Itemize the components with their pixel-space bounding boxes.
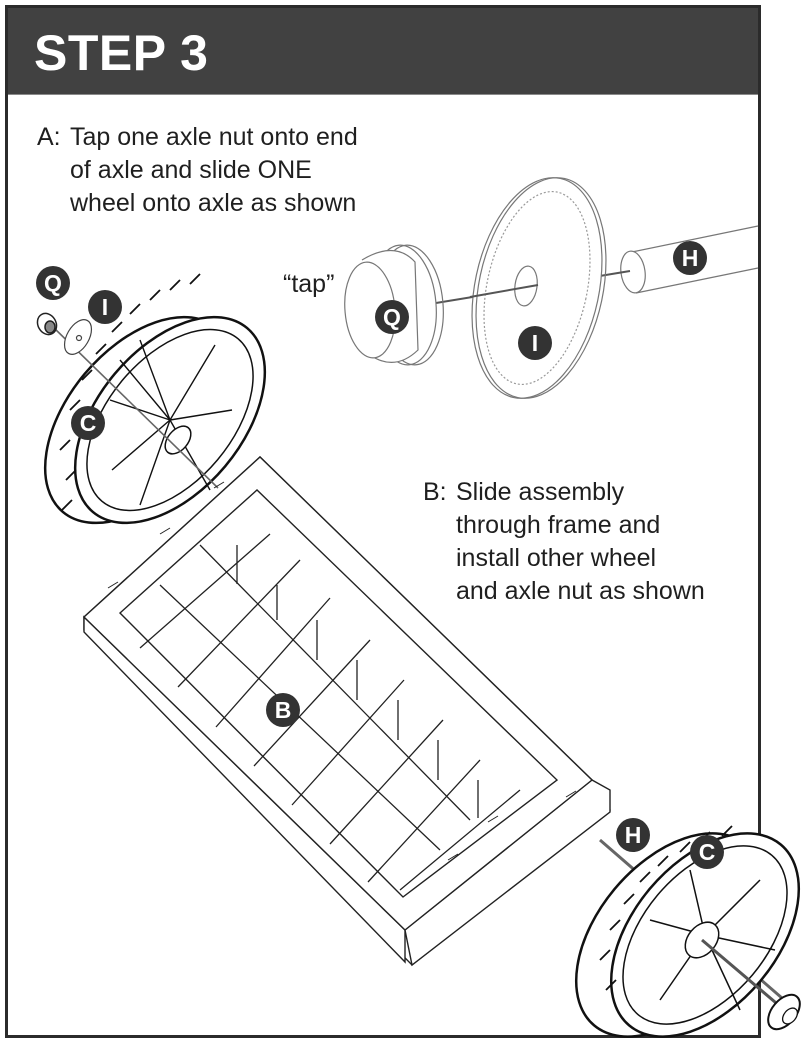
- storage-frame: [82, 456, 611, 967]
- left-washer: [63, 319, 93, 355]
- tap-annotation: “tap”: [283, 270, 335, 298]
- tread-pattern: [59, 273, 201, 511]
- part-badge-q-detail: Q: [375, 300, 409, 334]
- instruction-a-line: wheel onto axle as shown: [70, 189, 357, 217]
- part-badge-h-bottom: H: [616, 818, 650, 852]
- instruction-b-line: and axle nut as shown: [456, 577, 705, 605]
- part-badge-b-frame: B: [266, 693, 300, 727]
- bottom-wheel: [574, 825, 801, 1038]
- bottom-axle-end: [701, 938, 783, 1010]
- instruction-a: A: Tap one axle nut onto end of axle and…: [37, 121, 358, 220]
- instruction-b: B: Slide assembly through frame and inst…: [423, 476, 705, 608]
- instruction-b-label: B:: [423, 478, 447, 506]
- part-badge-i-detail: I: [518, 326, 552, 360]
- part-badge-i-left: I: [88, 290, 122, 324]
- left-axle-line: [51, 325, 219, 489]
- instruction-b-line: install other wheel: [456, 544, 657, 572]
- part-badge-h-detail: H: [673, 241, 707, 275]
- part-badge-c-bottom: C: [690, 835, 724, 869]
- washer-detail: [471, 177, 607, 399]
- part-badge-c-left: C: [71, 406, 105, 440]
- step-title: STEP 3: [34, 25, 209, 81]
- instruction-a-line: of axle and slide ONE: [70, 156, 312, 184]
- axle-line-front: [469, 284, 539, 298]
- instruction-b-line: through frame and: [456, 511, 661, 539]
- step-header: STEP 3: [8, 8, 758, 95]
- axle-tube: [620, 225, 759, 294]
- frame-slots: [107, 481, 577, 861]
- part-badge-q-left: Q: [36, 266, 70, 300]
- instruction-a-label: A:: [37, 123, 61, 151]
- instruction-a-line: Tap one axle nut onto end: [70, 123, 358, 151]
- left-nut: [36, 312, 58, 336]
- bottom-nut: [767, 993, 801, 1031]
- instruction-b-line: Slide assembly: [456, 478, 625, 506]
